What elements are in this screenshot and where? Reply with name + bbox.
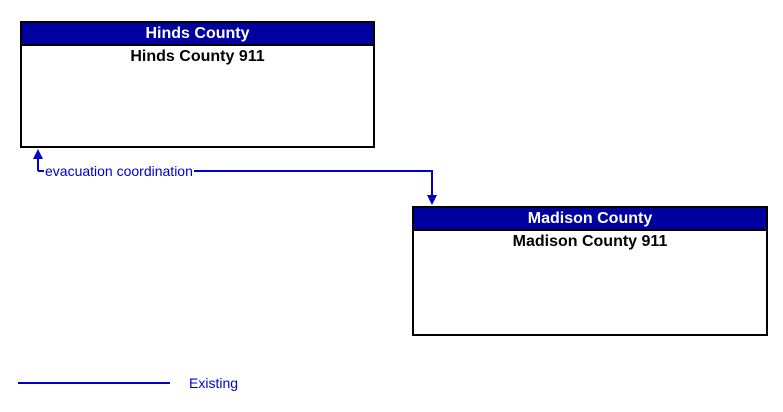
flow-label-evacuation-coordination: evacuation coordination <box>44 163 194 179</box>
madison-county-box: Madison County Madison County 911 <box>412 206 768 336</box>
arrowhead-up-icon <box>33 149 43 159</box>
hinds-county-header: Hinds County <box>22 23 373 46</box>
madison-county-element: Madison County 911 <box>512 233 668 250</box>
legend-label-existing: Existing <box>189 375 239 391</box>
madison-county-header: Madison County <box>414 208 766 231</box>
hinds-county-box: Hinds County Hinds County 911 <box>20 21 375 148</box>
hinds-county-element: Hinds County 911 <box>130 48 265 65</box>
arrowhead-down-icon <box>427 195 437 205</box>
